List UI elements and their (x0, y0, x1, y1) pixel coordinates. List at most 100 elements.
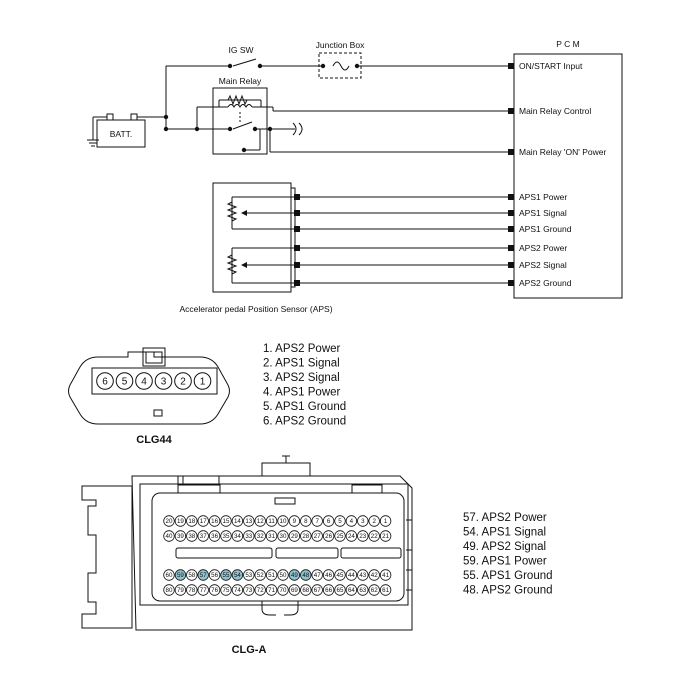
clga-pin-number: 17 (200, 518, 207, 525)
clga-pin (265, 515, 278, 527)
clga-pin (174, 584, 187, 596)
clga-pin (231, 515, 244, 527)
clga-pin (277, 569, 289, 581)
clga-pin-number: 69 (291, 587, 298, 594)
clga-pin-number: 75 (223, 587, 230, 594)
clga-pin (220, 569, 232, 581)
clga-pin (265, 569, 278, 581)
clga-pin (277, 530, 289, 542)
clg44-pin-number: 6 (102, 377, 108, 388)
clga-legend-item: 54. APS1 Signal (463, 527, 546, 539)
clga-pin (368, 530, 380, 542)
clga-pin (174, 569, 187, 581)
aps-pin-terminal (294, 262, 300, 268)
clga-legend-item: 55. APS1 Ground (463, 570, 553, 582)
pcm-pin-label: APS1 Power (519, 192, 567, 202)
pcm-pin-terminal (508, 262, 514, 268)
clga-pin (243, 584, 255, 596)
clga-body (131, 475, 413, 631)
clga-pin-number: 78 (188, 587, 195, 594)
clga-pin (334, 530, 346, 542)
clga-pin-number: 4 (350, 518, 354, 525)
clga-pin (288, 530, 301, 542)
clg44-pin (174, 372, 192, 390)
clga-pin (254, 530, 266, 542)
pcm-pin-label: Main Relay Control (519, 106, 591, 116)
clga-pin (288, 569, 301, 581)
clga-pin-number: 12 (257, 518, 264, 525)
clga-pin (368, 569, 380, 581)
clg44-pin-number: 1 (200, 377, 206, 388)
clga-pin (208, 515, 221, 527)
clga-pin-number: 34 (234, 533, 241, 540)
clga-pin-number: 5 (338, 518, 342, 525)
clg44-legend-item: 2. APS1 Signal (263, 358, 340, 370)
clga-pin-number: 58 (188, 572, 195, 579)
aps-pin-squares (294, 194, 300, 286)
clga-pin (379, 515, 392, 527)
clga-pin-number: 33 (245, 533, 252, 540)
ig-sw-label: IG SW (228, 45, 253, 55)
clga-pin-number: 48 (302, 572, 309, 579)
clga-pin (288, 584, 301, 596)
pcm-pin-label: Main Relay 'ON' Power (519, 147, 606, 157)
pcm-pin-label: APS2 Signal (519, 260, 567, 270)
clga-pin (345, 569, 358, 581)
aps-sensor-box (212, 182, 292, 293)
clga-pin-number: 23 (359, 533, 366, 540)
clga-pin-number: 38 (188, 533, 195, 540)
clga-pin-number: 29 (291, 533, 298, 540)
clga-pin-number: 6 (327, 518, 331, 525)
clga-pin-number: 28 (302, 533, 309, 540)
clga-pin-number: 9 (293, 518, 297, 525)
clga-pin-number: 59 (177, 572, 184, 579)
clga-pin (322, 515, 335, 527)
clga-legend-item: 59. APS1 Power (463, 556, 547, 568)
clga-top-tab (261, 462, 311, 477)
clga-pin-number: 61 (382, 587, 389, 594)
clg44-outline (68, 351, 230, 425)
clga-pin-number: 43 (359, 572, 366, 579)
clga-pin-number: 53 (245, 572, 252, 579)
clga-pin-number: 42 (371, 572, 378, 579)
clg44-legend-item: 6. APS2 Ground (263, 416, 346, 428)
clga-pin-number: 18 (188, 518, 195, 525)
clga-pin-number: 60 (166, 572, 173, 579)
clga-pin-number: 1 (384, 518, 388, 525)
clga-pin (357, 515, 369, 527)
clga-legend-item: 49. APS2 Signal (463, 541, 546, 553)
clga-pin (197, 584, 209, 596)
pcm-pin-labels: ON/START Input Main Relay Control Main R… (519, 61, 606, 288)
clga-pin-number: 67 (314, 587, 321, 594)
batt-label: BATT. (110, 129, 133, 139)
clga-pin (277, 515, 289, 527)
clga-pin-number: 39 (177, 533, 184, 540)
aps-pin-terminal (294, 194, 300, 200)
clga-pin (277, 584, 289, 596)
clga-pin-number: 57 (200, 572, 207, 579)
clga-legend-item: 57. APS2 Power (463, 512, 547, 524)
pcm-pin-terminal (508, 280, 514, 286)
clga-pin (220, 584, 232, 596)
battery-box (96, 119, 146, 148)
clga-pin-number: 62 (371, 587, 378, 594)
clga-pin-number: 10 (280, 518, 287, 525)
pcm-pin-terminal (508, 108, 514, 114)
clga-pin-number: 13 (245, 518, 252, 525)
pcm-pin-squares (508, 63, 514, 286)
main-relay-label: Main Relay (219, 76, 262, 86)
clga-pin-number: 24 (348, 533, 355, 540)
clga-pin-number: 70 (280, 587, 287, 594)
clga-pin-number: 41 (382, 572, 389, 579)
clga-pin-number: 55 (223, 572, 230, 579)
clga-pin (163, 515, 175, 527)
clga-pin-number: 63 (359, 587, 366, 594)
clga-pin-number: 71 (268, 587, 275, 594)
pcm-pin-label: APS2 Power (519, 243, 567, 253)
clga-pin-number: 65 (337, 587, 344, 594)
clga-pin-number: 52 (257, 572, 264, 579)
pcm-pin-terminal (508, 226, 514, 232)
aps-pin-terminal (294, 210, 300, 216)
